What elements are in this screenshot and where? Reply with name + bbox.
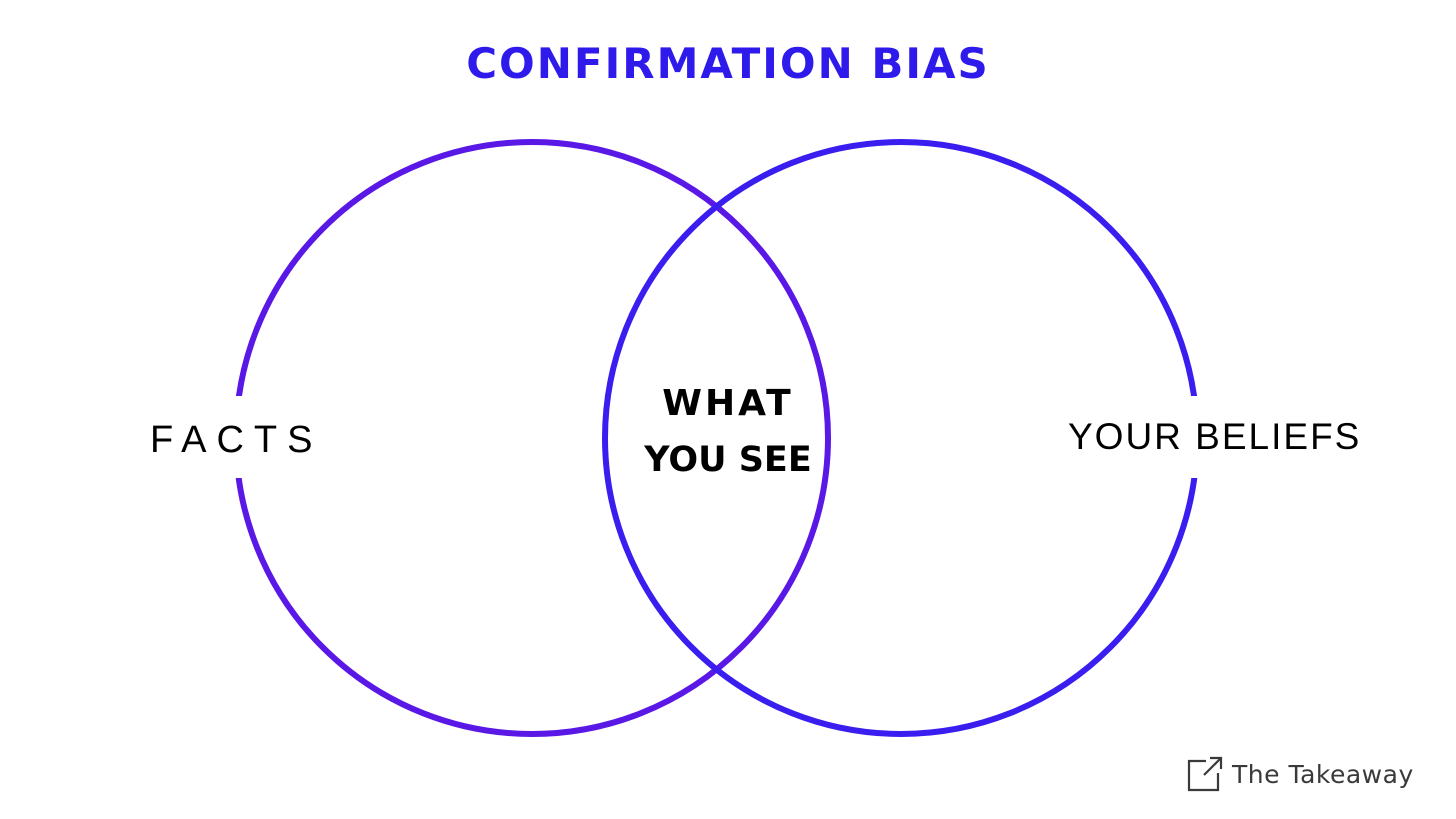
your-beliefs-label: YOUR BELIEFS	[1068, 416, 1362, 457]
external-link-square-icon	[1187, 756, 1223, 792]
intersection-line-2: YOU SEE	[644, 440, 812, 480]
facts-label: FACTS	[150, 419, 323, 461]
venn-circle-facts	[233, 139, 831, 737]
venn-circle-beliefs	[602, 139, 1200, 737]
diagram-title: CONFIRMATION BIAS	[466, 39, 990, 88]
intersection-label: WHAT YOU SEE	[628, 376, 828, 488]
brand-name: The Takeaway	[1232, 759, 1414, 789]
brand-logo: The Takeaway	[1186, 754, 1414, 794]
intersection-line-1: WHAT	[662, 383, 794, 424]
